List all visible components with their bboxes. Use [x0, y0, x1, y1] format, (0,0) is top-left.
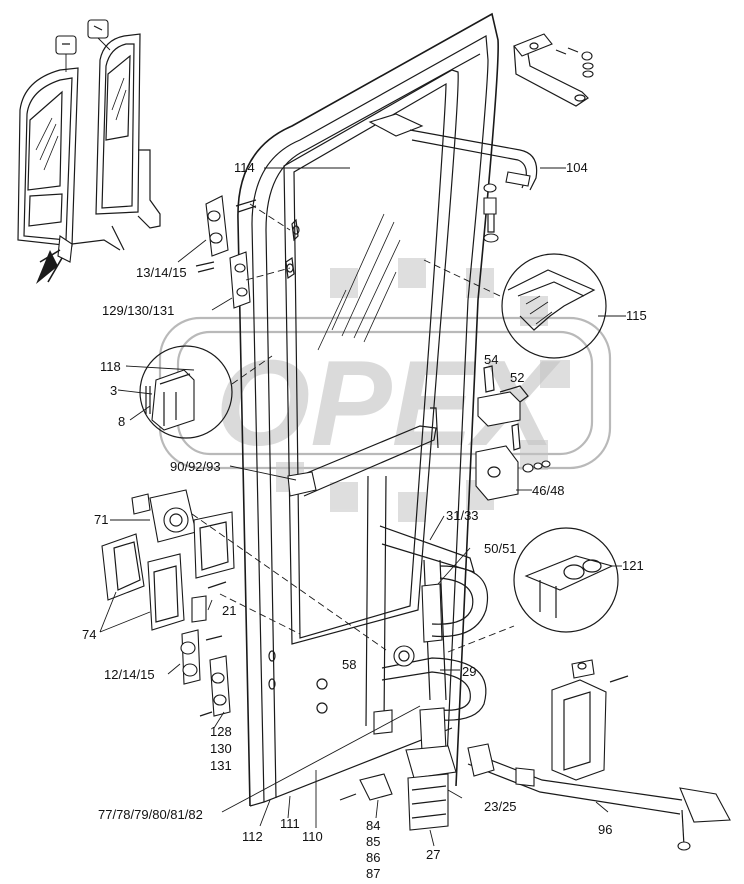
- label-58: 58: [342, 657, 357, 672]
- label-121: 121: [622, 558, 644, 573]
- label-114: 114: [234, 160, 255, 175]
- label-131: 131: [210, 758, 232, 773]
- detail-circle-seal: [423, 253, 607, 359]
- label-50-51: 50/51: [484, 541, 517, 556]
- label-111: 111: [280, 816, 300, 831]
- label-8: 8: [118, 414, 126, 429]
- label-52: 52: [510, 370, 525, 385]
- label-23-25: 23/25: [484, 799, 517, 814]
- latch-assembly: [475, 365, 551, 501]
- label-74: 74: [82, 627, 97, 642]
- label-46-48: 46/48: [532, 483, 565, 498]
- detail-circle-lock: [139, 345, 273, 439]
- lock-rod-mechanism: [365, 475, 488, 831]
- label-12-14-15: 12/14/15: [104, 667, 155, 682]
- label-87: 87: [366, 866, 381, 881]
- label-27: 27: [426, 847, 441, 862]
- label-31-33: 31/33: [446, 508, 479, 523]
- label-84: 84: [366, 818, 381, 833]
- label-54: 54: [484, 352, 499, 367]
- label-110: 110: [302, 829, 323, 844]
- label-13-14-15: 13/14/15: [136, 265, 187, 280]
- label-115: 115: [626, 308, 647, 323]
- label-71: 71: [94, 512, 109, 527]
- label-3: 3: [110, 383, 118, 398]
- bottom-trim: [339, 773, 393, 801]
- label-118: 118: [100, 359, 121, 374]
- label-90-92-93: 90/92/93: [170, 459, 221, 474]
- detail-circle-plate: [447, 527, 619, 653]
- label-112: 112: [242, 829, 263, 844]
- label-29: 29: [462, 664, 477, 679]
- label-85: 85: [366, 834, 381, 849]
- label-104: 104: [566, 160, 588, 175]
- label-129-130-131: 129/130/131: [102, 303, 175, 318]
- spacer-bolt: [483, 183, 499, 243]
- label-21: 21: [222, 603, 237, 618]
- label-86: 86: [366, 850, 381, 865]
- hinge-13-14-15: [195, 195, 291, 309]
- label-128: 128: [210, 724, 232, 739]
- cabin-overview-sketch: [17, 19, 161, 284]
- label-77-82: 77/78/79/80/81/82: [98, 807, 203, 822]
- leader-lines: [99, 167, 626, 847]
- left-parts-group: [101, 489, 387, 717]
- label-130: 130: [210, 741, 232, 756]
- door-strut-96: [467, 659, 731, 851]
- inner-handle: [287, 407, 439, 497]
- label-96: 96: [598, 822, 613, 837]
- upper-handle-bar: [368, 113, 538, 191]
- top-right-bracket: [513, 33, 594, 107]
